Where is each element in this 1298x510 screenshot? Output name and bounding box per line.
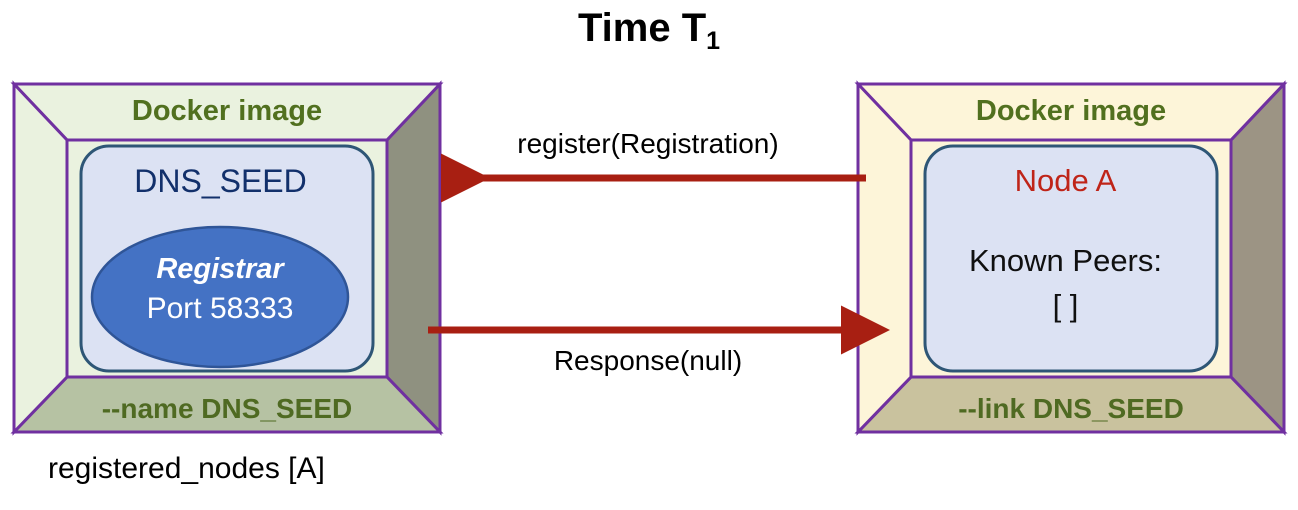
right-docker-image-label: Docker image — [975, 95, 1167, 127]
right-bevel-right-panel — [1229, 80, 1286, 436]
node-a-label: Node A — [1014, 163, 1117, 198]
left-docker-image-label: Docker image — [131, 95, 323, 127]
page-title: Time T1 — [0, 6, 1298, 55]
arrow-label-register: register(Registration) — [517, 128, 779, 159]
arrow-label-response: Response(null) — [553, 345, 743, 376]
left-docker-run-flag-label: --name DNS_SEED — [101, 393, 353, 424]
registered-nodes-caption: registered_nodes [A] — [48, 452, 325, 485]
page-title-main: Time T — [577, 6, 707, 50]
registrar-ellipse — [90, 225, 350, 369]
known-peers-value: [ ] — [1052, 288, 1079, 323]
registrar-port-label: Port 58333 — [146, 292, 294, 325]
left-bevel-left-panel — [12, 80, 69, 436]
page-title-subscript: 1 — [706, 27, 721, 55]
left-docker-container — [10, 80, 444, 436]
right-docker-run-flag-label: --link DNS_SEED — [958, 393, 1184, 424]
known-peers-label: Known Peers: — [969, 243, 1162, 278]
registrar-label: Registrar — [156, 253, 284, 285]
dns-seed-node-label: DNS_SEED — [134, 163, 307, 199]
right-inner-panel — [923, 144, 1219, 373]
